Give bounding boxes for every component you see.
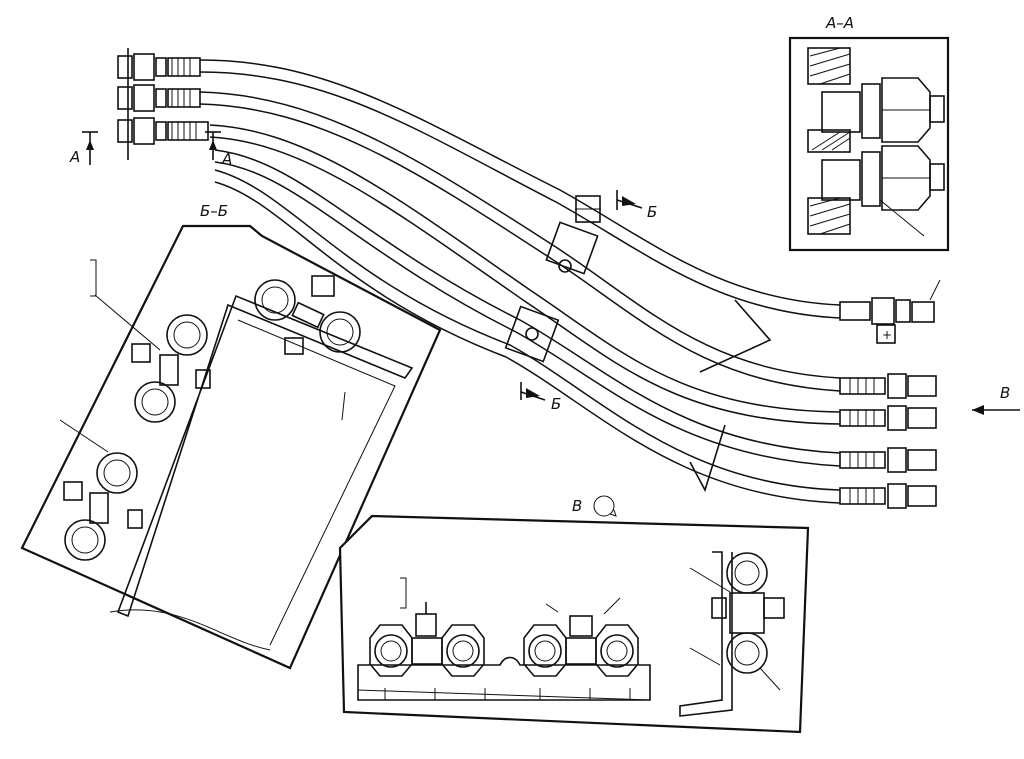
section-mark-b-top: Б — [616, 190, 657, 221]
view-clamp-middle — [523, 597, 639, 677]
right-fittings: + — [839, 279, 941, 509]
label-section-bb: Б–Б — [200, 202, 228, 220]
section-mark-a-left: А — [69, 131, 98, 166]
view-clamp-right — [679, 551, 785, 717]
bundle-clamp-top — [545, 195, 601, 275]
bb-clamp-1 — [254, 275, 361, 355]
section-mark-b-bottom: Б — [520, 382, 561, 413]
label-b-bottom: Б — [551, 395, 561, 413]
label-a-left: А — [69, 148, 80, 166]
break-lines — [689, 299, 772, 493]
bb-clamp-2 — [131, 314, 211, 423]
view-clamp-left — [369, 577, 485, 677]
label-view-v: В — [572, 497, 582, 515]
view-v-panel: В — [338, 495, 810, 734]
section-aa-panel: А–А — [788, 14, 950, 252]
view-arrow-v: В — [972, 384, 1020, 415]
label-section-aa: А–А — [825, 14, 854, 32]
bundle-clamp-bottom — [504, 305, 560, 363]
label-b-top: Б — [647, 203, 657, 221]
left-fittings — [117, 48, 209, 160]
section-mark-a-right: А — [205, 131, 232, 168]
label-a-right: А — [221, 150, 232, 168]
label-v-arrow: В — [1000, 384, 1010, 402]
section-bb-panel: Б–Б — [20, 202, 442, 670]
svg-text:+: + — [882, 328, 892, 342]
bb-clamp-3 — [63, 452, 143, 561]
